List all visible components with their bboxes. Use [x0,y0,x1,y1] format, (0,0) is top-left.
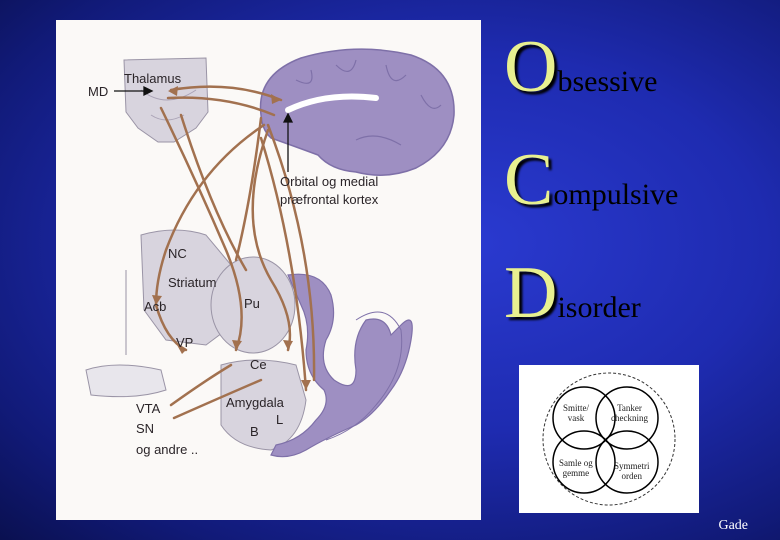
venn-label-top-left: Smitte/ vask [563,403,590,423]
cortex-sagittal [259,48,455,176]
pathway-amygdala-cortex-2 [266,123,316,382]
label-amygdala: Amygdala [226,395,284,410]
title-rest-compulsive: ompulsive [553,178,679,211]
brain-diagram-panel: MD Thalamus Orbital og medial præfrontal… [56,20,481,520]
venn-label-bottom-left: Samle og gemme [559,458,593,478]
label-orbital-line2: præfrontal kortex [280,192,379,207]
title-disorder: Disorder [504,256,641,330]
title-rest-obsessive: bsessive [557,65,658,98]
pathway-acb-vp [154,303,188,352]
pathway-vp-thalamus [179,113,248,272]
pathway-thalamus-cortex-upper [169,85,283,102]
venn-label-top-right: Tanker checkning [611,403,648,423]
temporal-cortex [270,273,413,458]
title-obsessive: Obsessive [504,30,657,104]
label-pu: Pu [244,296,260,311]
label-nc: NC [168,246,187,261]
label-ce: Ce [250,357,267,372]
credit-text: Gade [718,518,748,533]
title-rest-disorder: isorder [557,291,641,324]
venn-circles [542,372,676,506]
label-vta: VTA [136,401,161,416]
pathway-vta-2 [172,378,263,420]
title-letter-d: D [504,252,558,334]
amygdala-block [220,359,307,451]
venn-circle-bottom-left [552,430,616,494]
title-compulsive: Compulsive [504,143,678,217]
putamen [210,256,296,354]
venn-diagram-panel: Smitte/ vask Tanker checkning Samle og g… [519,365,699,513]
label-b: B [250,424,259,439]
pathway-amygdala-cortex [259,136,308,392]
label-l: L [276,412,284,427]
pathway-thalamus-cortex-lower [166,96,276,117]
title-letter-c: C [504,139,554,221]
pathway-thalamus-vp [159,106,243,352]
pathway-cortex-striatum-2 [251,128,292,352]
label-striatum: Striatum [168,275,217,290]
label-md: MD [88,84,109,99]
label-vp: VP [176,335,194,350]
label-orbital-line1: Orbital og medial [280,174,379,189]
title-letter-o: O [504,26,558,108]
venn-circle-top-right [595,386,659,450]
venn-circle-bottom-right [595,430,659,494]
label-thalamus: Thalamus [124,71,182,86]
label-sn: SN [136,421,155,436]
venn-label-bottom-right: Symmetri orden [614,461,650,481]
pathway-cortex-striatum-1 [154,123,266,307]
brain-circuit-drawing [85,48,455,458]
venn-circle-top-left [552,386,616,450]
pathway-vta [169,363,233,407]
pathway-cortex-striatum-3 [234,116,263,262]
label-og-andre: og andre .. [136,442,199,457]
label-acb: Acb [144,299,167,314]
